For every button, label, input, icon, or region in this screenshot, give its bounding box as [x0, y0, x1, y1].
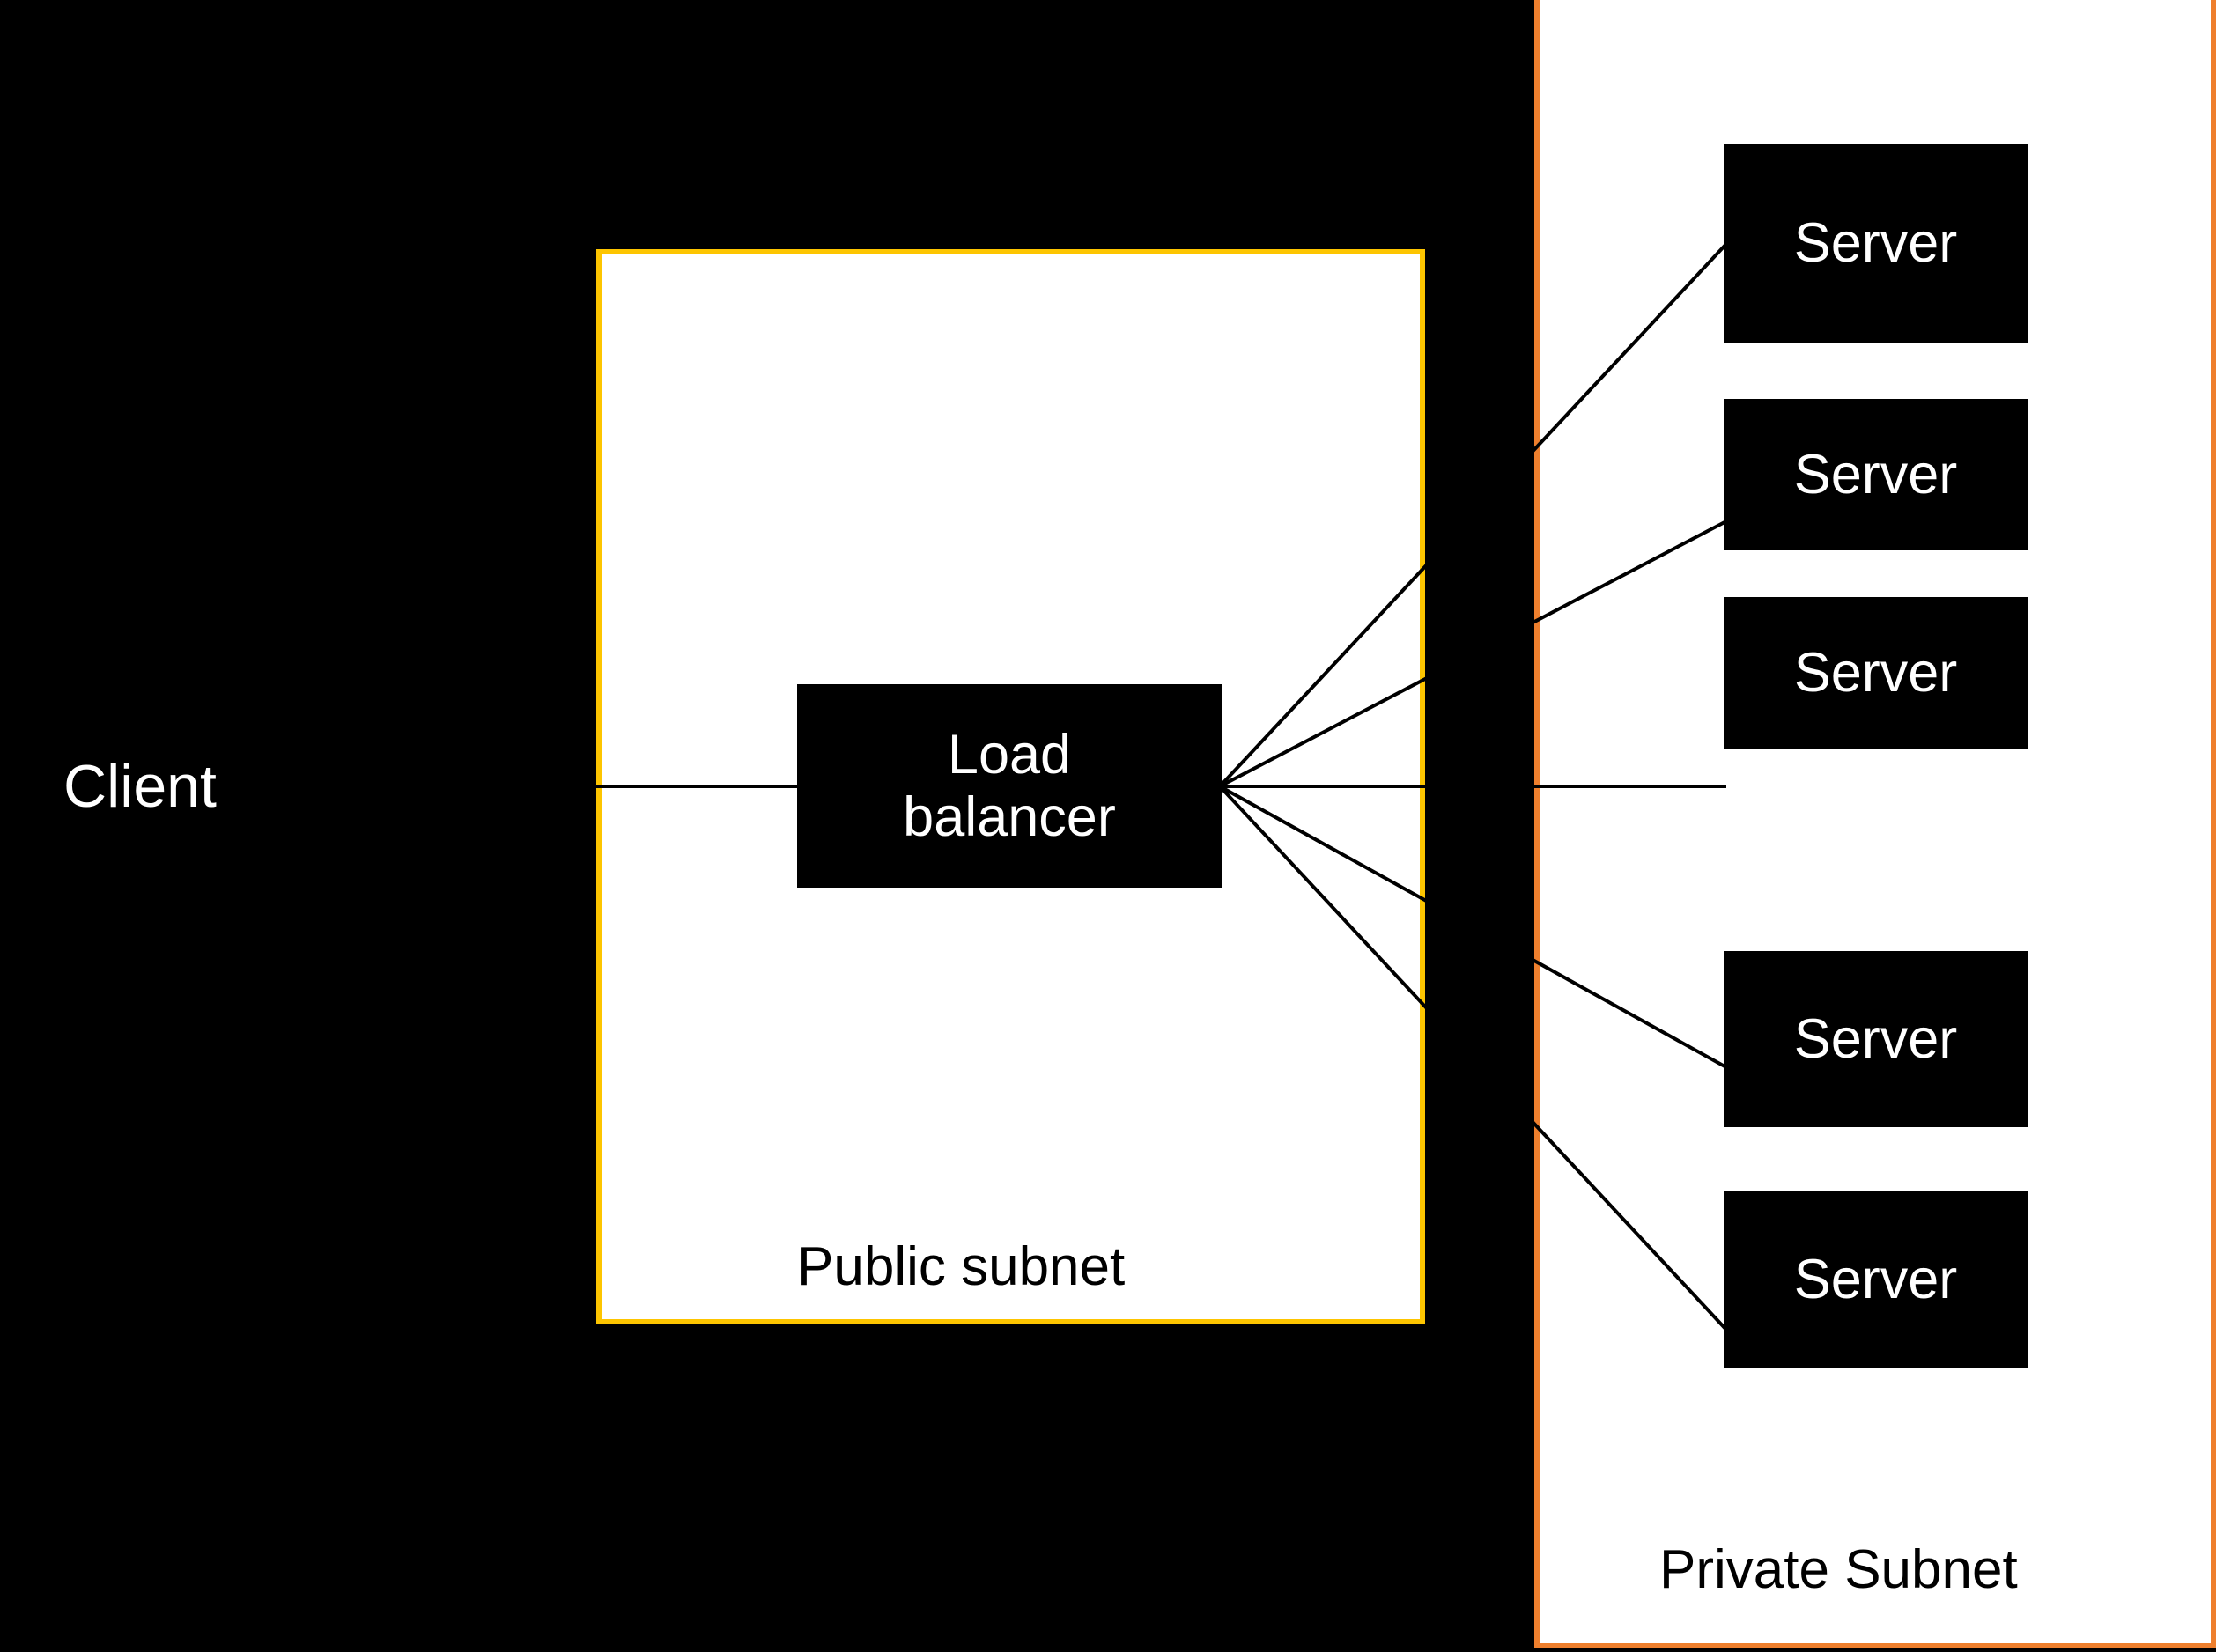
server-node-label: Server	[1793, 1007, 1958, 1070]
server-node-5[interactable]: Server	[1724, 1191, 2028, 1368]
client-node-label: Client	[63, 753, 217, 820]
server-node-4[interactable]: Server	[1724, 951, 2028, 1127]
load-balancer-label-line2: balancer	[903, 785, 1116, 848]
server-node-label: Server	[1793, 1248, 1958, 1310]
server-node-3[interactable]: Server	[1724, 597, 2028, 749]
public-subnet-label: Public subnet	[797, 1236, 1126, 1297]
background-mask-left	[0, 0, 596, 1652]
server-node-label: Server	[1793, 443, 1958, 505]
server-node-label: Server	[1793, 641, 1958, 704]
load-balancer-label-line1: Load	[947, 723, 1072, 785]
load-balancer-label-wrapper: Load balancer	[903, 724, 1116, 848]
background-mask-public-above	[596, 0, 1425, 249]
load-balancer-node[interactable]: Load balancer	[797, 684, 1222, 888]
private-subnet-label: Private Subnet	[1659, 1539, 2018, 1600]
background-mask-public-below	[596, 1324, 1425, 1652]
server-node-label: Server	[1793, 212, 1958, 275]
server-node-2[interactable]: Server	[1724, 399, 2028, 550]
server-node-1[interactable]: Server	[1724, 144, 2028, 343]
background-mask-gap	[1425, 0, 1534, 1652]
